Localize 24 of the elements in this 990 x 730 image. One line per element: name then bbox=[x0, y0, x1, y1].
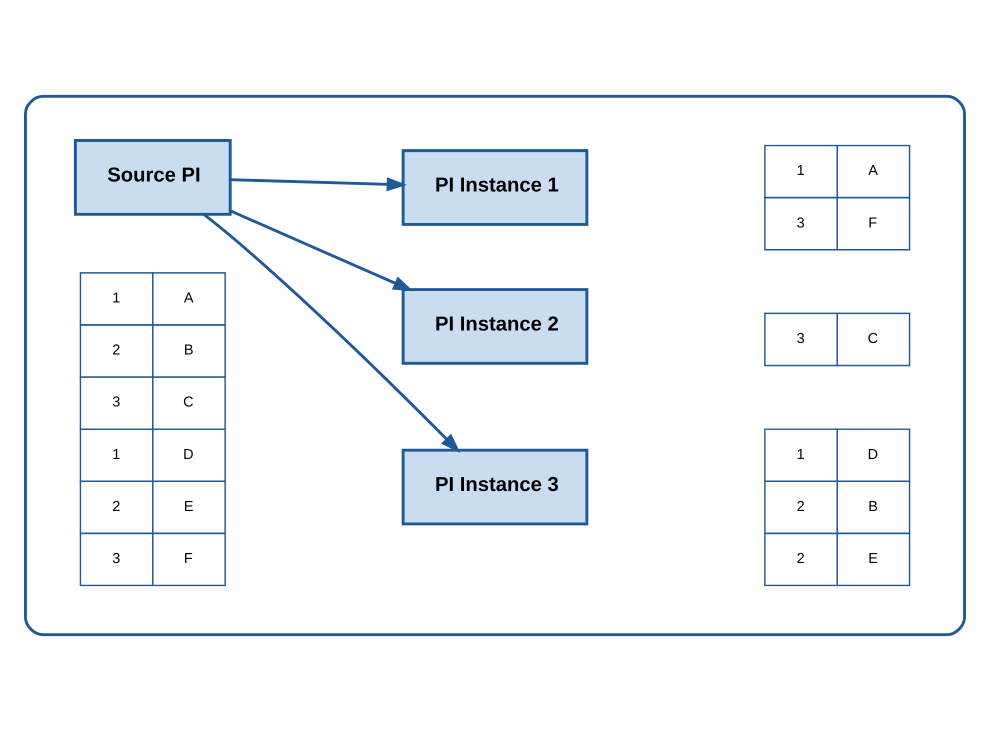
label: B bbox=[868, 498, 878, 514]
label: 2 bbox=[796, 498, 805, 514]
label: A bbox=[868, 162, 878, 179]
label: D bbox=[183, 446, 194, 462]
label: 3 bbox=[796, 330, 805, 347]
label: 2 bbox=[112, 498, 120, 514]
label: C bbox=[868, 330, 878, 347]
label: 1 bbox=[112, 446, 120, 462]
label: E bbox=[868, 550, 878, 567]
label: 3 bbox=[112, 394, 120, 410]
label: F bbox=[868, 214, 878, 231]
label: 2 bbox=[796, 550, 805, 567]
label: E bbox=[184, 498, 194, 514]
label: 1 bbox=[796, 162, 805, 179]
label: B bbox=[184, 342, 194, 358]
label: F bbox=[184, 550, 193, 567]
label: D bbox=[868, 446, 878, 462]
label: A bbox=[184, 290, 194, 306]
label: C bbox=[183, 394, 194, 410]
label: 2 bbox=[112, 342, 120, 358]
label: 3 bbox=[112, 550, 120, 567]
label: 1 bbox=[796, 446, 805, 462]
label: 1 bbox=[112, 290, 120, 306]
label: 3 bbox=[796, 214, 805, 231]
